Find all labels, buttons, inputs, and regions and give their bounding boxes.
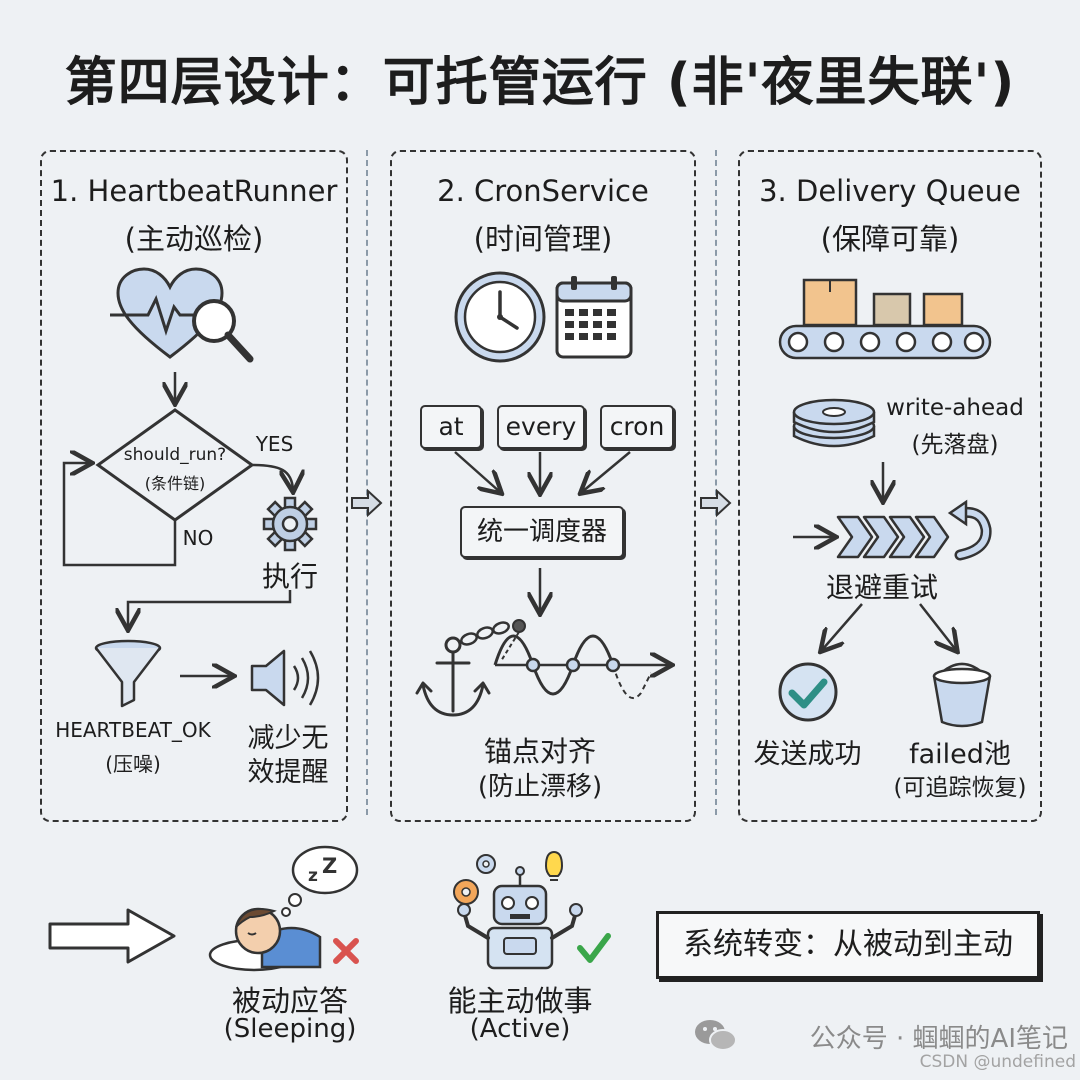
heart-monitor-icon bbox=[110, 267, 254, 363]
success-check-icon bbox=[778, 662, 838, 722]
conveyor-belt-icon bbox=[778, 278, 992, 360]
filter-funnel-icon bbox=[94, 639, 162, 708]
failed-bucket-icon bbox=[932, 662, 992, 728]
flow-arrow-icon bbox=[351, 488, 383, 518]
write-ahead-sublabel: (先落盘) bbox=[911, 432, 999, 458]
summary-box: 系统转变：从被动到主动 bbox=[656, 911, 1040, 979]
svg-text:Z: Z bbox=[322, 854, 337, 878]
separator-line bbox=[715, 150, 717, 815]
active-label: 能主动做事 bbox=[447, 984, 593, 1018]
calendar-icon bbox=[555, 276, 633, 359]
panel-subtitle: (主动巡检) bbox=[124, 222, 264, 256]
yes-label: YES bbox=[255, 432, 294, 456]
speaker-icon bbox=[250, 649, 320, 707]
page-title: 第四层设计：可托管运行 (非'夜里失联') bbox=[64, 53, 1016, 113]
unified-scheduler-box: 统一调度器 bbox=[460, 506, 624, 558]
separator-line bbox=[366, 150, 368, 815]
passive-sublabel: (Sleeping) bbox=[223, 1014, 357, 1044]
send-success-label: 发送成功 bbox=[753, 739, 862, 770]
panel-title: 2. CronService bbox=[437, 174, 649, 208]
panel-subtitle: (时间管理) bbox=[473, 222, 613, 256]
disk-storage-icon bbox=[792, 398, 876, 448]
passive-label: 被动应答 bbox=[231, 984, 348, 1018]
clock-icon bbox=[454, 271, 546, 363]
failed-pool-sublabel: (可追踪恢复) bbox=[893, 775, 1027, 801]
panel-heartbeat-runner: 1. HeartbeatRunner (主动巡检) bbox=[40, 150, 348, 822]
retry-chevrons-icon bbox=[836, 499, 992, 561]
svg-text:z: z bbox=[308, 866, 318, 886]
active-sublabel: (Active) bbox=[469, 1014, 571, 1044]
active-robot-icon bbox=[453, 850, 611, 970]
failed-pool-label: failed池 bbox=[909, 739, 1011, 770]
cron-tag-every: every bbox=[497, 405, 585, 449]
no-label: NO bbox=[182, 526, 214, 550]
anchor-align-sublabel: (防止漂移) bbox=[477, 772, 603, 802]
panel-title: 3. Delivery Queue bbox=[759, 174, 1021, 208]
panel-subtitle: (保障可靠) bbox=[820, 222, 960, 256]
panel-title: 1. HeartbeatRunner bbox=[50, 174, 338, 208]
execute-label: 执行 bbox=[261, 560, 318, 593]
reduce-alerts-line2: 效提醒 bbox=[247, 757, 329, 788]
heartbeat-ok-sublabel: (压噪) bbox=[105, 752, 161, 776]
gear-icon bbox=[262, 496, 318, 552]
footer-csdn: CSDN @undefined bbox=[919, 1052, 1076, 1072]
sleeping-person-icon: z Z bbox=[208, 845, 359, 972]
decision-label: should_run? bbox=[123, 445, 227, 465]
footer-credit: 公众号 · 蝈蝈的AI笔记 bbox=[809, 1024, 1068, 1054]
write-ahead-label: write-ahead bbox=[886, 395, 1024, 421]
anchor-wave-icon bbox=[415, 619, 680, 717]
panel-delivery-queue: 3. Delivery Queue (保障可靠) bbox=[738, 150, 1042, 822]
flow-arrow-icon bbox=[700, 488, 732, 518]
decision-sublabel: (条件链) bbox=[144, 474, 206, 493]
cron-tag-cron: cron bbox=[600, 405, 674, 449]
backoff-retry-label: 退避重试 bbox=[825, 571, 938, 604]
transition-arrow-icon bbox=[48, 908, 176, 964]
anchor-align-label: 锚点对齐 bbox=[483, 735, 596, 768]
reduce-alerts-line1: 减少无 bbox=[247, 723, 329, 754]
wechat-icon bbox=[695, 1020, 737, 1051]
cron-tag-at: at bbox=[420, 405, 482, 449]
heartbeat-ok-label: HEARTBEAT_OK bbox=[55, 718, 211, 742]
panel-cron-service: 2. CronService (时间管理) bbox=[390, 150, 696, 822]
